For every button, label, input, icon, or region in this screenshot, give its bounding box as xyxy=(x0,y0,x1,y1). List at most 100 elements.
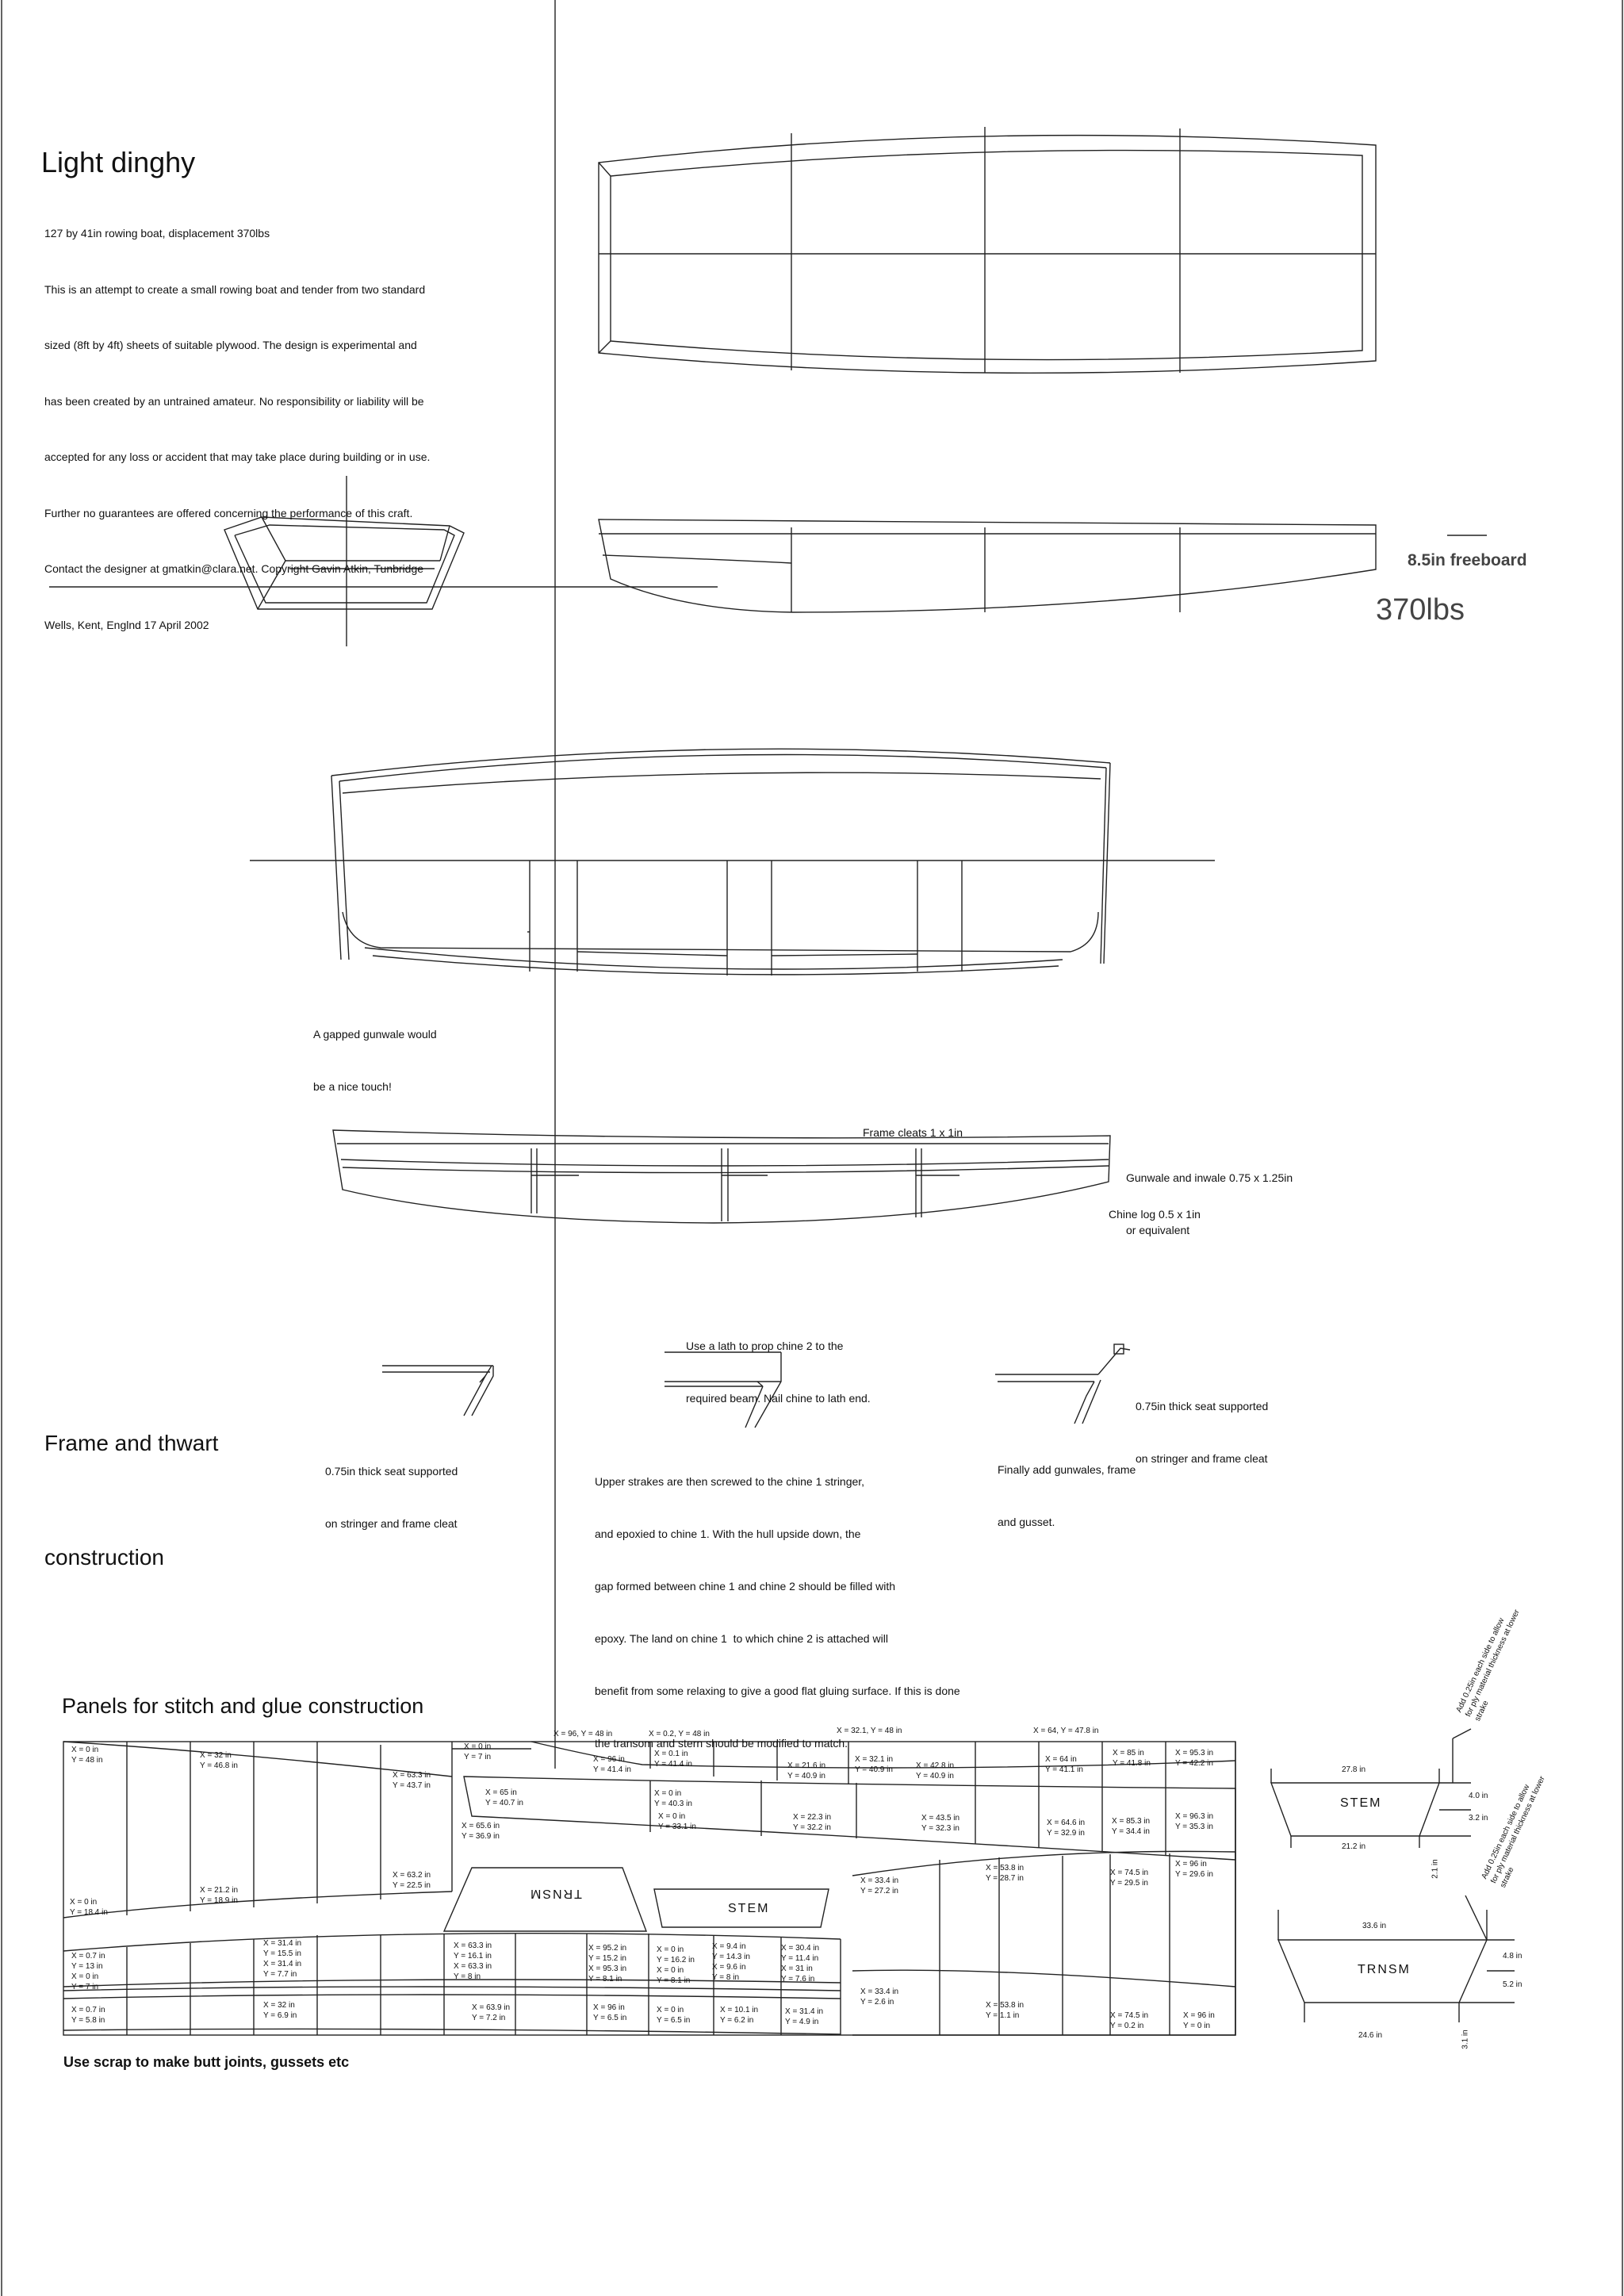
note-line: the transom and stern should be modified… xyxy=(595,1737,848,1750)
description-line: accepted for any loss or accident that m… xyxy=(44,450,431,463)
description-line: Contact the designer at gmatkin@clara.ne… xyxy=(44,562,424,575)
stem-panel-label: STEM xyxy=(728,1902,770,1915)
description-block: 127 by 41in rowing boat, displacement 37… xyxy=(44,187,430,654)
description-line: Further no guarantees are offered concer… xyxy=(44,506,413,519)
note-line: required beam. Nail chine to lath end. xyxy=(686,1392,871,1405)
lath-note: Use a lath to prop chine 2 to the requir… xyxy=(686,1302,871,1424)
stem-detail-label: STEM xyxy=(1340,1796,1382,1810)
note-line: A gapped gunwale would xyxy=(313,1028,437,1041)
note-line: epoxy. The land on chine 1 to which chin… xyxy=(595,1632,888,1645)
transom-detail-label: TRNSM xyxy=(1358,1963,1411,1976)
note-line: 0.75in thick seat supported xyxy=(325,1465,458,1478)
note-line: on stringer and frame cleat xyxy=(1136,1452,1268,1465)
transom-dim-height: 3.1 in xyxy=(1461,2030,1470,2049)
description-line: 127 by 41in rowing boat, displacement 37… xyxy=(44,227,270,240)
construction-side-view xyxy=(332,1129,1111,1224)
panels-heading: Panels for stitch and glue construction xyxy=(62,1694,424,1718)
note-line: on stringer and frame cleat xyxy=(325,1517,458,1530)
stem-detail xyxy=(1270,1728,1472,1848)
strakes-note: Upper strakes are then screwed to the ch… xyxy=(595,1438,960,1769)
weight-label: 370lbs xyxy=(1376,593,1465,627)
interior-profile-view xyxy=(250,748,1215,976)
section-view xyxy=(49,476,718,646)
gunwale-label: Gunwale and inwale 0.75 x 1.25in or equi… xyxy=(1126,1134,1293,1256)
coord-label: X = 0.2, Y = 48 in xyxy=(649,1730,710,1738)
note-line: or equivalent xyxy=(1126,1224,1190,1236)
description-line: Wells, Kent, Englnd 17 April 2002 xyxy=(44,618,209,631)
profile-view xyxy=(598,519,1487,613)
description-line: sized (8ft by 4ft) sheets of suitable pl… xyxy=(44,339,417,351)
note-line: be a nice touch! xyxy=(313,1080,392,1093)
chine-log-label: Chine log 0.5 x 1in xyxy=(1109,1208,1201,1221)
note-line: 0.75in thick seat supported xyxy=(1136,1400,1269,1412)
stem-dim-bottom: 21.2 in xyxy=(1342,1842,1366,1851)
note-line: gap formed between chine 1 and chine 2 s… xyxy=(595,1580,896,1593)
heading-line: Frame and thwart xyxy=(44,1431,219,1455)
construction-details xyxy=(382,1343,1131,1428)
description-line: This is an attempt to create a small row… xyxy=(44,282,426,296)
frame-heading: Frame and thwart construction xyxy=(44,1348,218,1615)
plan-view xyxy=(598,127,1377,374)
description-line: has been created by an untrained amateur… xyxy=(44,394,424,408)
note-line: Upper strakes are then screwed to the ch… xyxy=(595,1475,865,1488)
stem-dim-right-b: 3.2 in xyxy=(1469,1814,1488,1823)
transom-dim-bottom: 24.6 in xyxy=(1358,2031,1383,2040)
stem-dim-height: 2.1 in xyxy=(1431,1859,1440,1879)
note-line: and gusset. xyxy=(998,1516,1055,1528)
transom-dim-right-b: 5.2 in xyxy=(1503,1980,1522,1989)
panels-layout xyxy=(63,0,1236,2036)
transom-detail xyxy=(1277,1895,1515,2022)
note-line: and epoxied to chine 1. With the hull up… xyxy=(595,1527,861,1540)
gapped-gunwale-note: A gapped gunwale would be a nice touch! xyxy=(313,991,437,1113)
note-line: Gunwale and inwale 0.75 x 1.25in xyxy=(1126,1171,1293,1184)
note-line: Finally add gunwales, frame xyxy=(998,1463,1136,1476)
seat-note-left: 0.75in thick seat supported on stringer … xyxy=(325,1428,458,1550)
stem-dim-right-a: 4.0 in xyxy=(1469,1792,1488,1800)
page-title: Light dinghy xyxy=(41,146,196,178)
transom-dim-top: 33.6 in xyxy=(1362,1922,1387,1930)
coord-label: X = 96, Y = 48 in xyxy=(553,1730,613,1738)
frame-cleats-label: Frame cleats 1 x 1in xyxy=(863,1126,963,1139)
